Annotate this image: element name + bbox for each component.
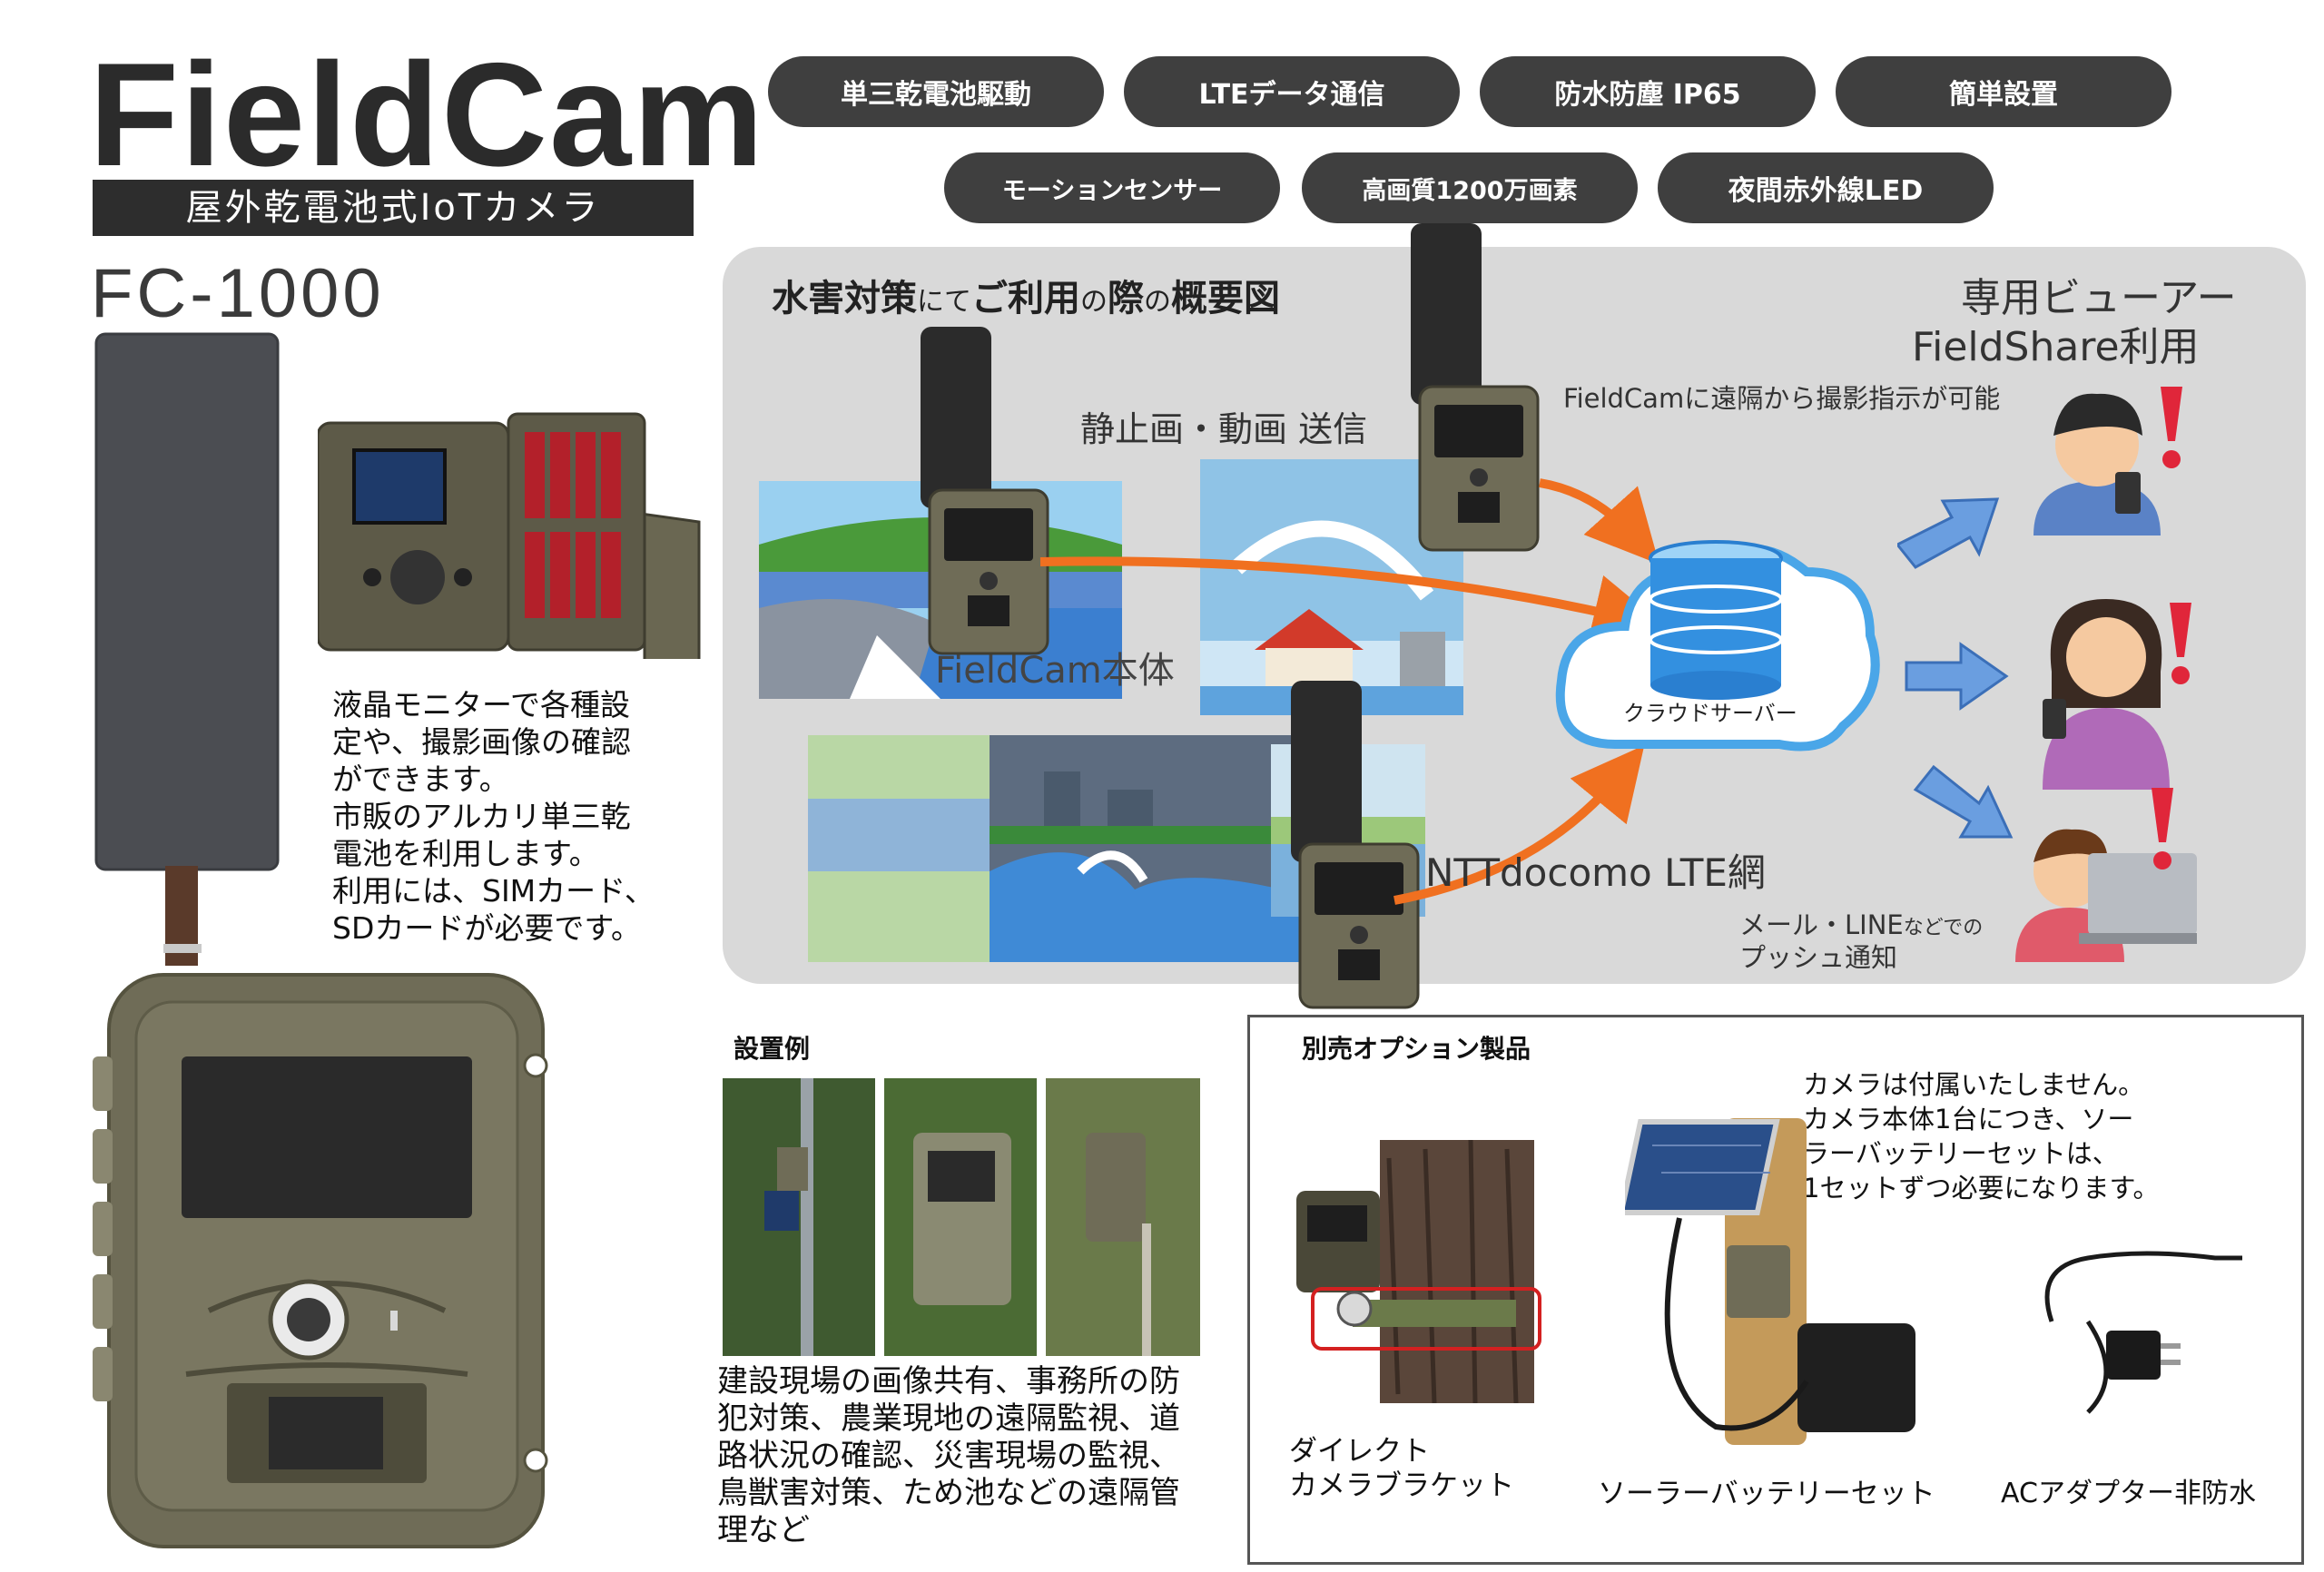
lcd-description-line: 利用には、SIMカード、: [332, 873, 655, 909]
feature-pill-ir-led: 夜間赤外線LED: [1658, 152, 1994, 223]
camera-bracket-product: [1296, 1140, 1541, 1403]
exclamation-icon: [2161, 387, 2182, 468]
ac-adapter-product: [2044, 1251, 2242, 1414]
notification-arrows: [1897, 497, 2014, 839]
feature-pill-waterproof: 防水防塵 IP65: [1480, 56, 1816, 127]
feature-pill-lte: LTEデータ通信: [1124, 56, 1460, 127]
lcd-description-line: ができます。: [332, 761, 509, 797]
lcd-description-line: 市販のアルカリ単三乾: [332, 799, 631, 834]
install-description-line: 鳥獣害対策、ため池などの遠隔管: [717, 1475, 1180, 1511]
install-description-line: 建設現場の画像共有、事務所の防: [717, 1363, 1180, 1400]
lcd-description-line: 電池を利用します。: [332, 836, 599, 871]
cloud-server-icon: [1555, 540, 1880, 752]
lcd-description-line: 液晶モニターで各種設: [332, 687, 631, 722]
options-note-line: ラーバッテリーセットは、: [1803, 1138, 2119, 1169]
install-description: 建設現場の画像共有、事務所の防 犯対策、農業現地の遠隔監視、道 路状況の確認、災…: [717, 1363, 1180, 1549]
solar-battery-product: [1625, 1118, 1915, 1445]
options-note-line: カメラ本体1台につき、ソー: [1803, 1104, 2134, 1135]
exclamation-icon-2: [2170, 603, 2191, 684]
lcd-description: 液晶モニターで各種設 定や、撮影画像の確認 ができます。 市販のアルカリ単三乾 …: [332, 686, 655, 947]
diagram-title: 水害対策にてご利用の際の概要図: [772, 278, 1280, 319]
diagram-camera-1: [921, 327, 1049, 655]
solar-label: ソーラーバッテリーセット: [1598, 1478, 1935, 1510]
diagram-camera-2: [1411, 223, 1540, 552]
install-photos: [723, 1078, 1200, 1356]
options-note-line: 1セットずつ必要になります。: [1803, 1173, 2160, 1204]
lcd-description-line: 定や、撮影画像の確認: [332, 724, 632, 760]
lcd-description-line: SDカードが必要です。: [332, 910, 642, 946]
brand-logo: FieldCam: [89, 33, 766, 197]
feature-pill-resolution: 高画質1200万画素: [1302, 152, 1638, 223]
ac-adapter-label: ACアダプター非防水: [2001, 1478, 2256, 1509]
install-description-line: 理など: [717, 1512, 810, 1548]
open-camera-photo: [318, 412, 701, 659]
viewer-label-1: 専用ビューアー: [1961, 275, 2237, 321]
options-note-line: カメラは付属いたしません。: [1803, 1069, 2145, 1100]
exclamation-icon-3: [2152, 788, 2173, 870]
user-smartphone-icon: [2034, 393, 2161, 535]
camera-body-label: FieldCam本体: [935, 650, 1175, 692]
install-description-line: 路状況の確認、災害現場の監視、: [717, 1438, 1180, 1474]
fieldcam-camera-illustration: [93, 332, 548, 1548]
feature-pill-motion: モーションセンサー: [944, 152, 1280, 223]
cloud-server-label: クラウドサーバー: [1623, 701, 1797, 726]
bracket-label: ダイレクト カメラブラケット: [1289, 1435, 1514, 1502]
brand-tagline: 屋外乾電池式IoTカメラ: [93, 180, 694, 236]
viewer-label-2: FieldShare利用: [1912, 324, 2200, 370]
feature-pill-battery: 単三乾電池駆動: [768, 56, 1104, 127]
install-description-line: 犯対策、農業現地の遠隔監視、道: [717, 1400, 1180, 1437]
user-smartphone-icon-2: [2043, 599, 2170, 790]
storm-surge-scene: [808, 735, 1316, 962]
feature-pill-easy-install: 簡単設置: [1836, 56, 2171, 127]
push-notice-line2: プッシュ通知: [1739, 942, 1898, 973]
still-video-label: 静止画・動画 送信: [1080, 409, 1368, 449]
lte-network-label: NTTdocomo LTE網: [1425, 850, 1766, 895]
data-flow-arrows: [1039, 478, 1666, 905]
diagram-camera-3: [1291, 681, 1420, 1009]
push-notice-line1: メール・LINEなどでの: [1739, 909, 1984, 940]
remote-control-note: FieldCamに遠隔から撮影指示が可能: [1563, 383, 2001, 414]
install-heading: 設置例: [734, 1034, 811, 1064]
model-number: FC-1000: [91, 255, 385, 332]
user-laptop-icon: [2015, 829, 2197, 962]
options-heading: 別売オプション製品: [1302, 1034, 1531, 1064]
options-box: [1247, 1015, 2304, 1565]
options-note: カメラは付属いたしません。 カメラ本体1台につき、ソー ラーバッテリーセットは、…: [1803, 1067, 2160, 1205]
